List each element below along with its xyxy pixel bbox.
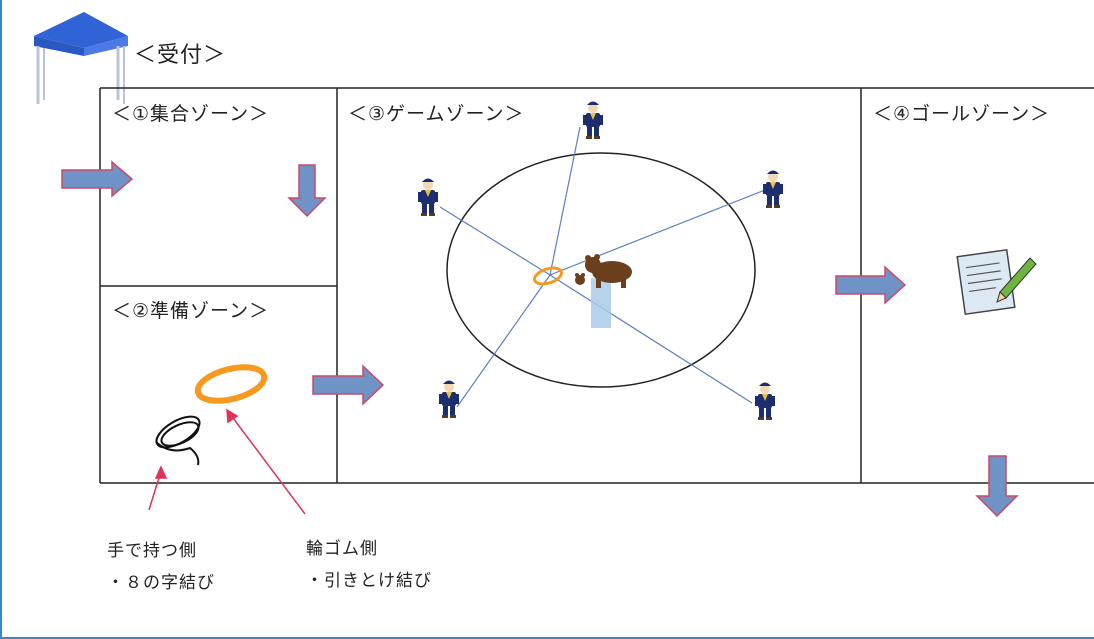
flow-arrow-icon <box>975 455 1019 518</box>
zone-borders <box>99 87 1094 484</box>
game-circle <box>446 152 756 388</box>
scout-figure-icon <box>763 170 783 208</box>
goal-zone-label: ＜④ゴールゾーン＞ <box>873 103 1051 125</box>
pointer-arrows <box>148 408 306 515</box>
flow-arrow-icon <box>61 160 134 198</box>
flow-arrow-icon <box>835 265 907 305</box>
rope-coil-icon <box>155 415 201 466</box>
rubber-band-icon <box>533 266 563 286</box>
reception-label: ＜受付＞ <box>134 43 227 68</box>
rubber-band-icon <box>194 364 268 404</box>
rubber-side-detail: ・引きとけ結び <box>306 571 432 591</box>
note-pencil-icon <box>956 248 1037 316</box>
flow-arrow-icon <box>312 364 385 406</box>
game-zone-label: ＜③ゲームゾーン＞ <box>348 103 525 125</box>
hand-side-detail: ・８の字結び <box>107 573 215 593</box>
hand-side-title: 手で持つ側 <box>107 541 197 561</box>
flow-arrow-icon <box>287 164 327 218</box>
string-lines <box>439 126 766 408</box>
rubber-side-title: 輪ゴム側 <box>306 539 378 559</box>
gather-zone-label: ＜①集合ゾーン＞ <box>112 103 270 125</box>
target-post <box>591 278 611 328</box>
prepare-zone-label: ＜②準備ゾーン＞ <box>112 300 270 322</box>
scout-figure-icon <box>755 382 775 420</box>
scout-figure-icon <box>583 101 603 139</box>
bear-icon <box>575 254 632 288</box>
tent-icon <box>34 12 128 104</box>
scout-figure-icon <box>439 380 459 418</box>
scout-figure-icon <box>418 178 438 216</box>
